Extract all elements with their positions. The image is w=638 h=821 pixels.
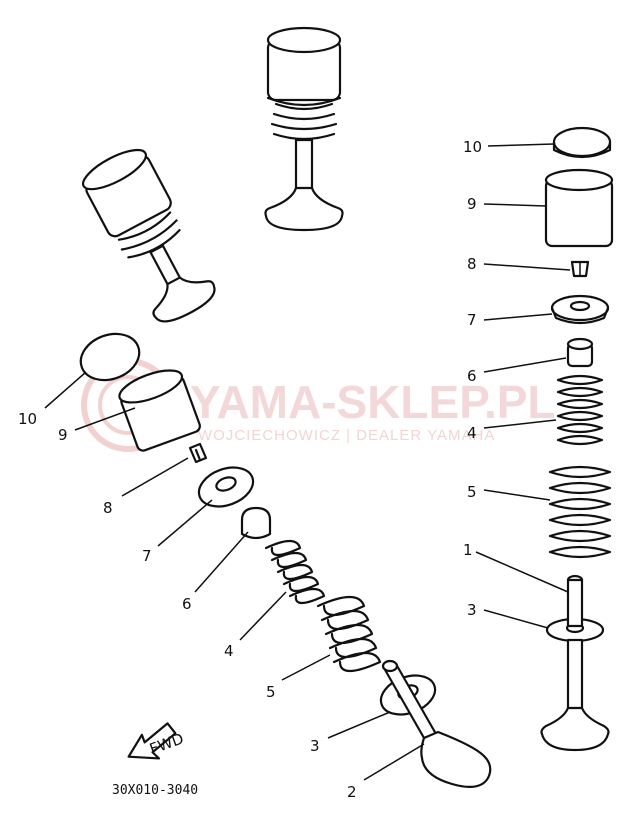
- fwd-arrow: FWD: [127, 722, 186, 760]
- left-part-6-seal: [240, 506, 272, 540]
- watermark: YAMA-SKLEP.PL WOJCIECHOWICZ | DEALER YAM…: [81, 358, 556, 452]
- left-part-7-retainer: [197, 466, 255, 508]
- diagram-code: 30X010-3040: [112, 783, 198, 798]
- right-callout-8: 8: [467, 255, 477, 273]
- left-part-10-shim: [79, 332, 141, 382]
- left-callouts: 10 9 8 7 6 4 5 3 2: [18, 371, 425, 801]
- left-callout-8: 8: [103, 499, 113, 517]
- left-callout-9: 9: [58, 426, 68, 444]
- right-part-9-tappet: [544, 168, 614, 248]
- watermark-tagline: WOJCIECHOWICZ | DEALER YAMAHA: [198, 427, 495, 444]
- right-part-4-inner-spring: [556, 374, 604, 446]
- fwd-label: FWD: [147, 729, 186, 758]
- left-part-5-outer-spring: [316, 595, 382, 673]
- right-part-8-keepers: [570, 260, 590, 278]
- right-callout-6: 6: [467, 367, 477, 385]
- left-callout-10: 10: [18, 410, 37, 428]
- right-callout-4: 4: [467, 424, 477, 442]
- right-part-7-retainer: [550, 294, 610, 325]
- right-callout-7: 7: [467, 311, 477, 329]
- right-part-10-shim: [552, 126, 612, 159]
- left-callout-7: 7: [142, 547, 152, 565]
- left-callout-2: 2: [347, 783, 357, 801]
- right-callout-9: 9: [467, 195, 477, 213]
- right-callout-5: 5: [467, 483, 477, 501]
- assembled-valve-left: [81, 148, 216, 323]
- right-callout-1: 1: [463, 541, 473, 559]
- left-callout-6: 6: [182, 595, 192, 613]
- left-part-9-tappet: [118, 369, 201, 452]
- left-part-4-inner-spring: [264, 539, 326, 605]
- right-part-valve: [540, 578, 610, 752]
- left-callout-4: 4: [224, 642, 234, 660]
- watermark-brand: YAMA-SKLEP.PL: [190, 376, 556, 428]
- right-part-6-seal: [566, 337, 594, 368]
- right-part-5-outer-spring: [548, 465, 612, 559]
- assembled-valve-top: [264, 26, 344, 232]
- left-part-2-valve: [381, 659, 492, 789]
- right-callout-3: 3: [467, 601, 477, 619]
- left-callout-3: 3: [310, 737, 320, 755]
- left-callout-5: 5: [266, 683, 276, 701]
- left-part-8-keepers: [188, 442, 208, 464]
- right-callouts: 10 9 8 7 6 4 5 1 3: [463, 138, 571, 629]
- right-callout-10: 10: [463, 138, 482, 156]
